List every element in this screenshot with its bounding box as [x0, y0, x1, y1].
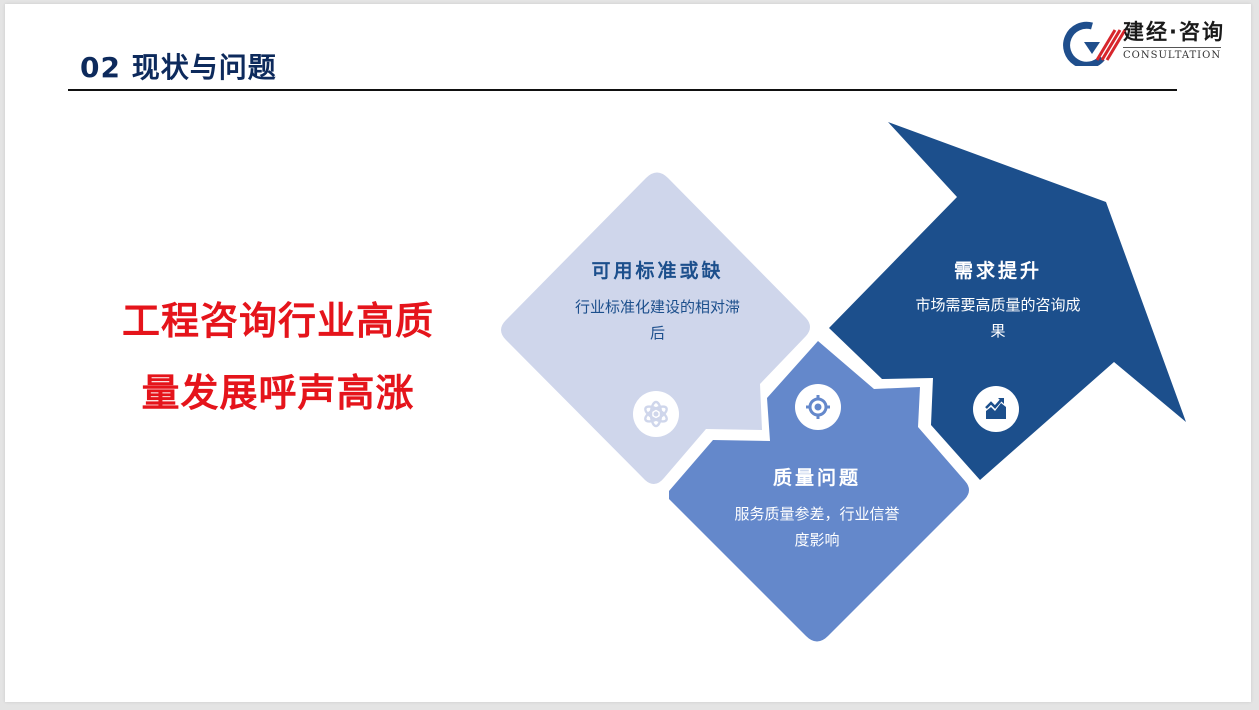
atom-icon [644, 400, 668, 428]
growth-chart-icon [985, 398, 1006, 419]
card-demand-shape [829, 122, 1186, 480]
card-quality-description: 服务质量参差，行业信誉度影响 [734, 505, 900, 549]
page-title: 02 现状与问题 [80, 51, 277, 84]
headline-line-2: 量发展呼声高涨 [141, 371, 415, 415]
headline-line-1: 工程咨询行业高质 [121, 299, 434, 343]
card-standards: 可用标准或缺 行业标准化建设的相对滞后 [560, 258, 755, 346]
card-standards-icon [633, 391, 679, 437]
card-demand-title: 需求提升 [953, 260, 1042, 282]
card-demand-description: 市场需要高质量的咨询成果 [915, 296, 1081, 340]
card-demand: 需求提升 市场需要高质量的咨询成果 [898, 258, 1098, 344]
card-quality-shape [669, 341, 969, 642]
card-standards-description: 行业标准化建设的相对滞后 [574, 298, 740, 342]
card-standards-shape [501, 172, 810, 485]
card-quality: 质量问题 服务质量参差，行业信誉度影响 [718, 465, 916, 553]
headline: 工程咨询行业高质 量发展呼声高涨 [78, 285, 478, 429]
logo-name-en: CONSULTATION [1123, 47, 1221, 62]
logo-mark-icon [1063, 21, 1126, 66]
card-quality-title: 质量问题 [772, 467, 861, 489]
card-standards-title: 可用标准或缺 [591, 260, 724, 282]
company-logo: 建经·咨询 CONSULTATION [1062, 16, 1252, 68]
card-quality-icon [795, 384, 841, 430]
target-icon [806, 395, 830, 419]
card-demand-icon [973, 386, 1019, 432]
title-divider [68, 89, 1177, 91]
logo-name-cn: 建经·咨询 [1123, 20, 1225, 44]
